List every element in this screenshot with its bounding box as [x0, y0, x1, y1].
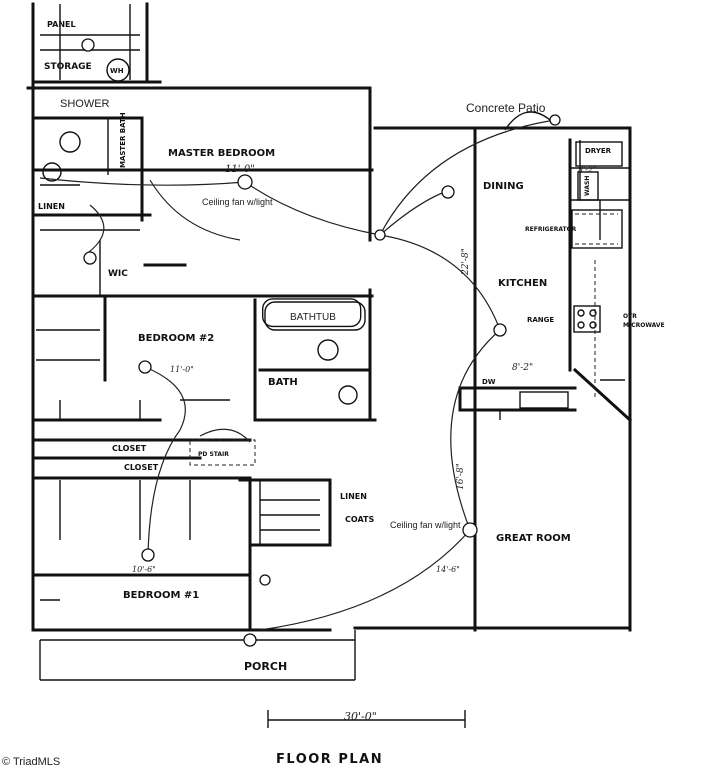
room-label-dining: DINING: [483, 181, 524, 192]
room-label-closet: CLOSET: [124, 463, 159, 472]
room-label-master-bath: MASTER BATH: [119, 112, 127, 168]
walls: [26, 2, 633, 632]
plan-title: FLOOR PLAN: [276, 752, 383, 767]
dimension-bedroom1: 10'-6": [132, 565, 156, 574]
ceiling-fan-label: Ceiling fan w/light: [390, 520, 461, 530]
room-label-kitchen: KITCHEN: [498, 278, 547, 289]
room-label-refrigerator: REFRIGERATOR: [525, 226, 577, 233]
dimension-dining: 3'-2": [578, 165, 597, 174]
detail-lines: [36, 4, 630, 728]
ceiling-light-icon: [243, 633, 257, 647]
room-label-dryer: DRYER: [585, 147, 612, 155]
ceiling-light-icon: [259, 574, 271, 586]
ceiling-fixtures: [81, 38, 561, 647]
dimension-overall: 30'-0": [344, 710, 377, 723]
room-label-porch: PORCH: [244, 660, 287, 673]
ceiling-light-icon: [441, 185, 455, 199]
room-label-bedroom2: BEDROOM #2: [138, 333, 214, 344]
room-label-wash: WASH: [584, 176, 591, 196]
room-label-panel: PANEL: [47, 20, 76, 29]
ceiling-light-icon: [83, 251, 97, 265]
watermark: © TriadMLS: [2, 756, 60, 768]
room-label-coats: COATS: [345, 515, 374, 524]
concrete-patio-label: Concrete Patio: [466, 101, 546, 115]
ceiling-light-icon: [141, 548, 155, 562]
room-label-microwave: MICROWAVE: [623, 322, 665, 329]
room-label-linen: LINEN: [340, 492, 367, 501]
room-label-bath: BATH: [268, 377, 298, 388]
ceiling-light-icon: [237, 174, 253, 190]
room-label-great-room: GREAT ROOM: [496, 533, 571, 544]
ceiling-fan-label: Ceiling fan w/light: [202, 197, 273, 207]
room-label-range: RANGE: [527, 316, 554, 324]
dimension-great-room-length: 16'-8": [456, 463, 466, 490]
switch-icon: [374, 229, 386, 241]
room-labels: PANEL STORAGE WH SHOWER MASTER BATH MAST…: [38, 20, 665, 673]
room-label-closet: CLOSET: [112, 444, 147, 453]
dimension-master-bed: 11'-0": [225, 164, 255, 175]
room-label-wic: WIC: [108, 269, 128, 279]
room-label-otr: OTR: [623, 313, 637, 320]
annotations: Concrete Patio Ceiling fan w/light Ceili…: [202, 101, 546, 530]
dimension-kitchen-length: 22'-8": [461, 248, 471, 276]
dimension-kitchen-width: 8'-2": [512, 363, 533, 373]
ceiling-light-icon: [138, 360, 152, 374]
dimension-bedroom2: 11'-0": [170, 365, 194, 374]
ceiling-light-icon: [462, 522, 478, 538]
room-label-wh: WH: [110, 67, 124, 75]
room-label-bedroom1: BEDROOM #1: [123, 590, 199, 601]
ceiling-light-icon: [549, 114, 561, 126]
room-label-storage: STORAGE: [44, 62, 92, 72]
room-label-master-bedroom: MASTER BEDROOM: [168, 148, 275, 159]
dimension-great-room-width: 14'-6": [436, 565, 460, 574]
wiring: [39, 119, 556, 631]
room-label-linen-top: LINEN: [38, 202, 65, 211]
ceiling-light-icon: [81, 38, 95, 52]
room-label-shower: SHOWER: [60, 98, 110, 110]
room-label-dw: DW: [482, 378, 496, 386]
dimension-notes: 11'-0" 3'-2" 22'-8" 8'-2" 11'-0" 16'-8" …: [132, 164, 597, 723]
room-label-pd-stair: PD STAIR: [198, 451, 229, 458]
ceiling-light-icon: [493, 323, 507, 337]
room-label-bathtub: BATHTUB: [290, 312, 336, 323]
